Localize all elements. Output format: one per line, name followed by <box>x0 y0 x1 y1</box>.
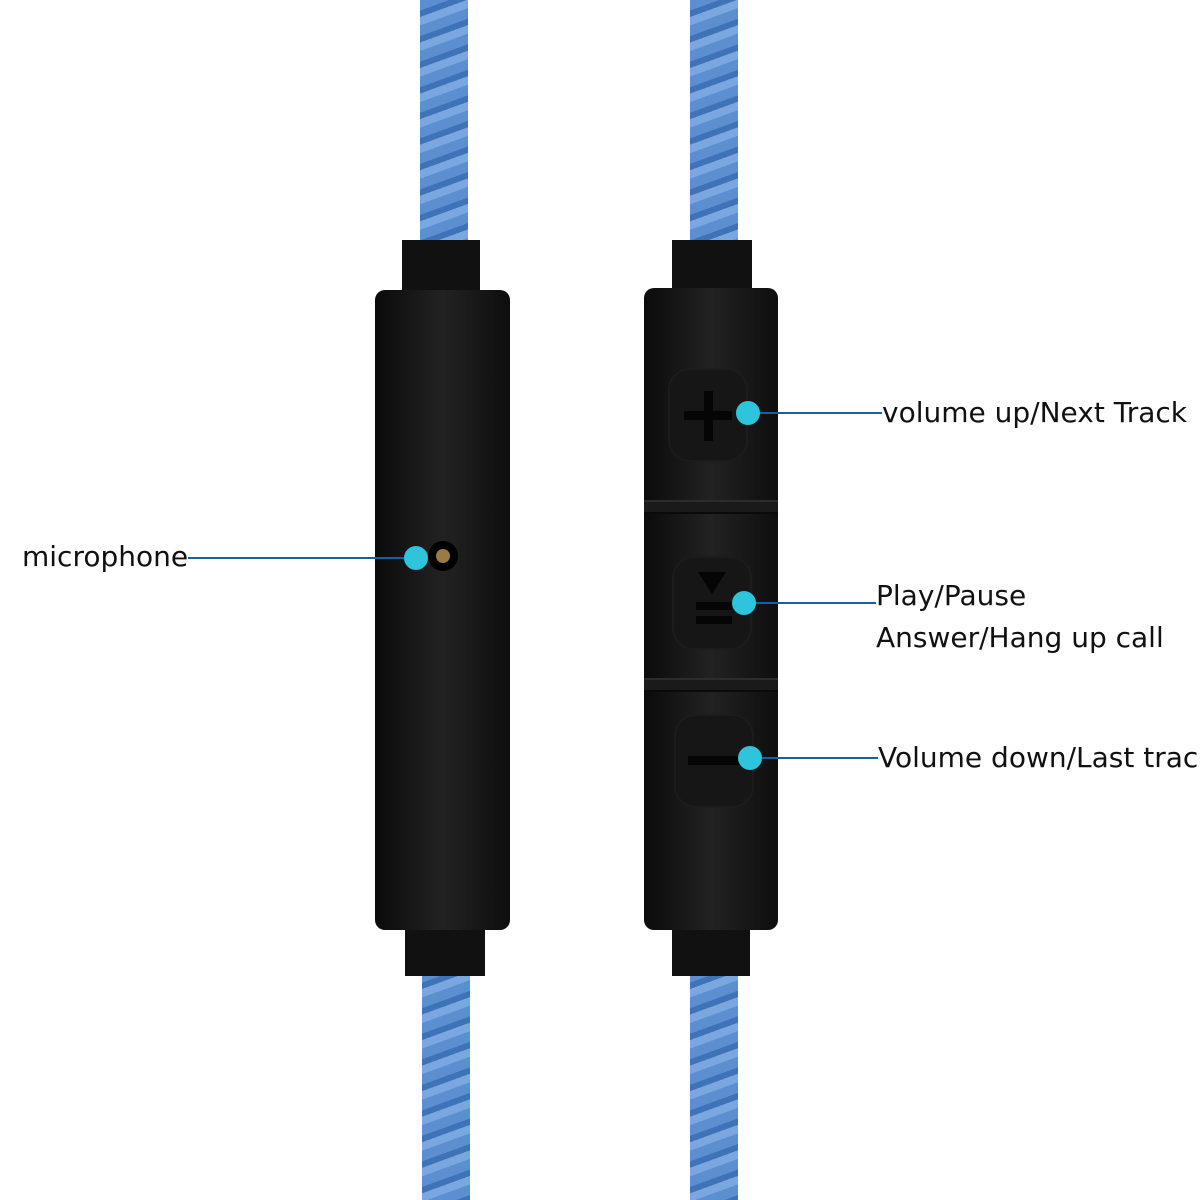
left-cable-top <box>420 0 468 245</box>
microphone-callout-dot <box>404 546 428 570</box>
play-pause-label: Play/Pause <box>876 579 1027 612</box>
button-divider <box>644 678 778 692</box>
minus-icon <box>688 756 740 765</box>
play-pause-button[interactable] <box>672 556 752 650</box>
volume-up-button[interactable] <box>668 368 748 462</box>
volume-up-callout-dot <box>736 401 760 425</box>
left-remote-body <box>375 290 510 930</box>
left-cable-bottom <box>422 972 470 1200</box>
right-bottom-connector <box>672 926 750 976</box>
volume-down-callout-line <box>752 757 878 759</box>
button-divider <box>644 500 778 514</box>
volume-up-label: volume up/Next Track <box>882 396 1187 429</box>
left-bottom-connector <box>405 926 485 976</box>
microphone-hole <box>428 541 458 571</box>
volume-down-callout-dot <box>738 746 762 770</box>
left-top-connector <box>402 240 480 294</box>
play-pause-callout-dot <box>732 591 756 615</box>
right-cable-top <box>690 0 738 245</box>
microphone-label: microphone <box>22 540 189 573</box>
play-pause-callout-line <box>746 602 876 604</box>
right-cable-bottom <box>690 972 738 1200</box>
play-pause-icon <box>698 572 726 594</box>
microphone-callout-line <box>188 557 418 559</box>
volume-up-callout-line <box>750 412 882 414</box>
answer-hangup-label: Answer/Hang up call <box>876 621 1164 654</box>
volume-down-label: Volume down/Last track <box>878 741 1200 774</box>
right-top-connector <box>672 240 752 292</box>
